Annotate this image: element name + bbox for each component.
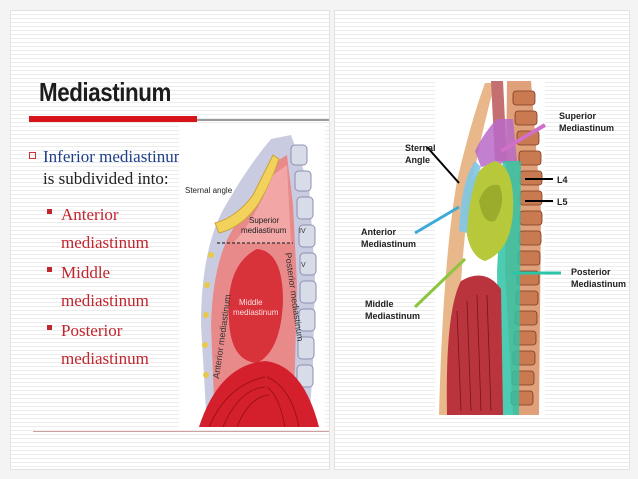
slide-title: Mediastinum — [39, 77, 171, 107]
list-item-line1: Posterior — [61, 321, 123, 340]
list-item-line2: mediastinum — [61, 349, 149, 368]
label-middle-1: Middle — [239, 298, 263, 307]
list-item-line2: mediastinum — [61, 233, 149, 252]
label-vertebra-v: V — [301, 262, 306, 269]
label-middle-2: Mediastinum — [365, 311, 420, 321]
list-item-middle: Middle mediastinum — [47, 259, 177, 315]
slide-left: Mediastinum Inferior mediastinum: is sub… — [10, 10, 330, 470]
slide-right: Sternal Angle Superior Mediastinum L4 L5… — [334, 10, 630, 470]
title-divider — [197, 119, 329, 121]
list-item-posterior: Posterior mediastinum — [47, 317, 177, 373]
mediastinum-diagram-right: Sternal Angle Superior Mediastinum L4 L5… — [361, 81, 626, 415]
bullet-dot-icon — [47, 267, 52, 272]
bottom-divider — [33, 431, 329, 432]
intro-bullet: Inferior mediastinum: is subdivided into… — [29, 146, 197, 190]
label-superior-2: mediastinum — [241, 226, 287, 235]
label-vertebra-iv: IV — [299, 228, 306, 235]
title-accent-bar — [29, 116, 197, 122]
label-middle-1: Middle — [365, 299, 394, 309]
list-item-line1: Middle — [61, 263, 111, 282]
mediastinum-diagram-left: Sternal angle Superior mediastinum Middl… — [179, 125, 325, 427]
list-item-anterior: Anterior mediastinum — [47, 201, 177, 257]
list-item-line2: mediastinum — [61, 291, 149, 310]
bullet-dot-icon — [47, 209, 52, 214]
label-superior-1: Superior — [559, 111, 597, 121]
intro-text: Inferior mediastinum: is subdivided into… — [43, 146, 197, 190]
label-sternal-1: Sternal — [405, 143, 436, 153]
intro-suffix: is subdivided into: — [43, 169, 169, 188]
label-superior-1: Superior — [249, 216, 280, 225]
label-middle-2: mediastinum — [233, 308, 279, 317]
intro-prefix: Inferior mediastinum: — [43, 147, 192, 166]
label-l5: L5 — [557, 197, 568, 207]
square-bullet-icon — [29, 152, 36, 159]
label-l4: L4 — [557, 175, 568, 185]
label-posterior-2: Mediastinum — [571, 279, 626, 289]
label-sternal-angle: Sternal angle — [185, 186, 233, 195]
list-item-line1: Anterior — [61, 205, 119, 224]
label-anterior-1: Anterior — [361, 227, 397, 237]
label-superior-2: Mediastinum — [559, 123, 614, 133]
label-anterior-2: Mediastinum — [361, 239, 416, 249]
bullet-dot-icon — [47, 325, 52, 330]
label-sternal-2: Angle — [405, 155, 430, 165]
label-posterior-1: Posterior — [571, 267, 611, 277]
